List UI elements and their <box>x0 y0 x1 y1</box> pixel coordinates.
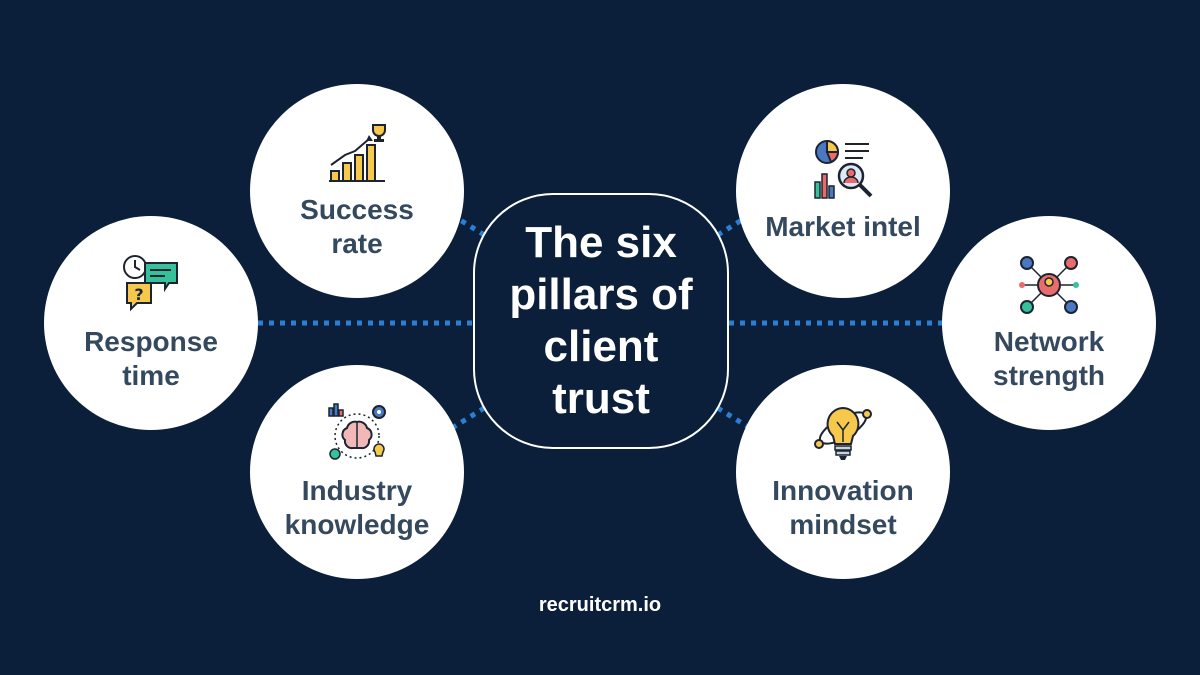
trophy-growth-chart-icon <box>325 121 389 185</box>
connector-success <box>450 212 488 239</box>
pillar-market-intel: Market intel <box>736 84 950 298</box>
pillar-network-strength: Network strength <box>942 216 1156 430</box>
svg-text:?: ? <box>134 285 143 304</box>
pillar-label: Network strength <box>993 326 1105 391</box>
center-hub: The six pillars of client trust <box>473 193 729 449</box>
connector-market <box>714 212 752 239</box>
center-title: The six pillars of client trust <box>509 218 693 423</box>
pillar-innovation-mindset: Innovation mindset <box>736 365 950 579</box>
pillar-label: Innovation mindset <box>772 475 914 540</box>
pillar-industry-knowledge: Industry knowledge <box>250 365 464 579</box>
connector-industry <box>450 404 488 431</box>
pillar-success-rate: Success rate <box>250 84 464 298</box>
clock-chat-bubbles-icon: ? <box>119 253 183 317</box>
pie-chart-magnifier-icon <box>811 138 875 202</box>
brand-footer[interactable]: recruitcrm.io <box>538 594 662 616</box>
people-network-icon <box>1017 253 1081 317</box>
pillar-label: Response time <box>84 326 218 391</box>
brain-gears-icon <box>325 402 389 466</box>
connector-innovation <box>714 404 752 431</box>
pillar-response-time: ? Response time <box>44 216 258 430</box>
pillar-label: Market intel <box>765 211 921 242</box>
lightbulb-orbit-icon <box>811 402 875 466</box>
pillar-label: Success rate <box>300 194 414 259</box>
pillar-label: Industry knowledge <box>284 475 430 540</box>
